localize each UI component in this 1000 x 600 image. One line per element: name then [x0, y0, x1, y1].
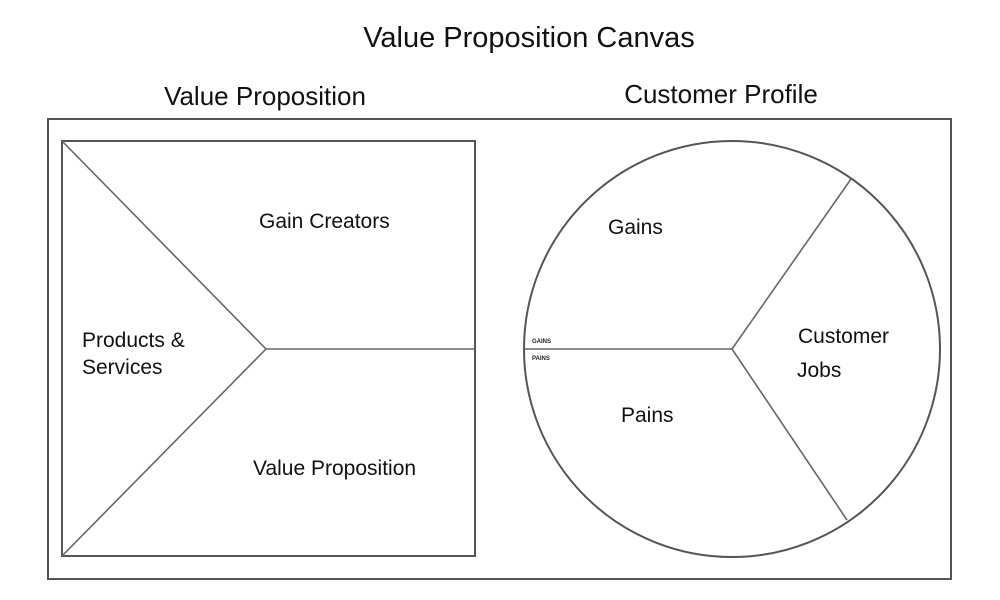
customer-jobs-bottom-divider: [731, 348, 848, 521]
gain-creators-label: Gain Creators: [259, 210, 390, 233]
page-title: Value Proposition Canvas: [363, 22, 695, 54]
products-services-bottom-divider: [61, 348, 267, 557]
outer-canvas-frame: [47, 118, 952, 580]
value-proposition-lower-label: Value Proposition: [253, 457, 416, 480]
products-services-label-line-1: Products &: [82, 329, 185, 352]
gains-label: Gains: [608, 216, 663, 239]
pains-label: Pains: [621, 404, 674, 427]
gains-small-label: GAINS: [532, 339, 551, 345]
products-services-top-divider: [61, 140, 267, 350]
customer-jobs-top-divider: [731, 178, 852, 350]
products-services-label-line-2: Services: [82, 356, 163, 379]
pains-small-label: PAINS: [532, 356, 550, 362]
customer-jobs-label-line-1: Customer: [798, 325, 889, 348]
customer-jobs-label-line-2: Jobs: [797, 359, 841, 382]
value-proposition-heading: Value Proposition: [164, 81, 366, 111]
customer-profile-heading: Customer Profile: [624, 79, 818, 109]
